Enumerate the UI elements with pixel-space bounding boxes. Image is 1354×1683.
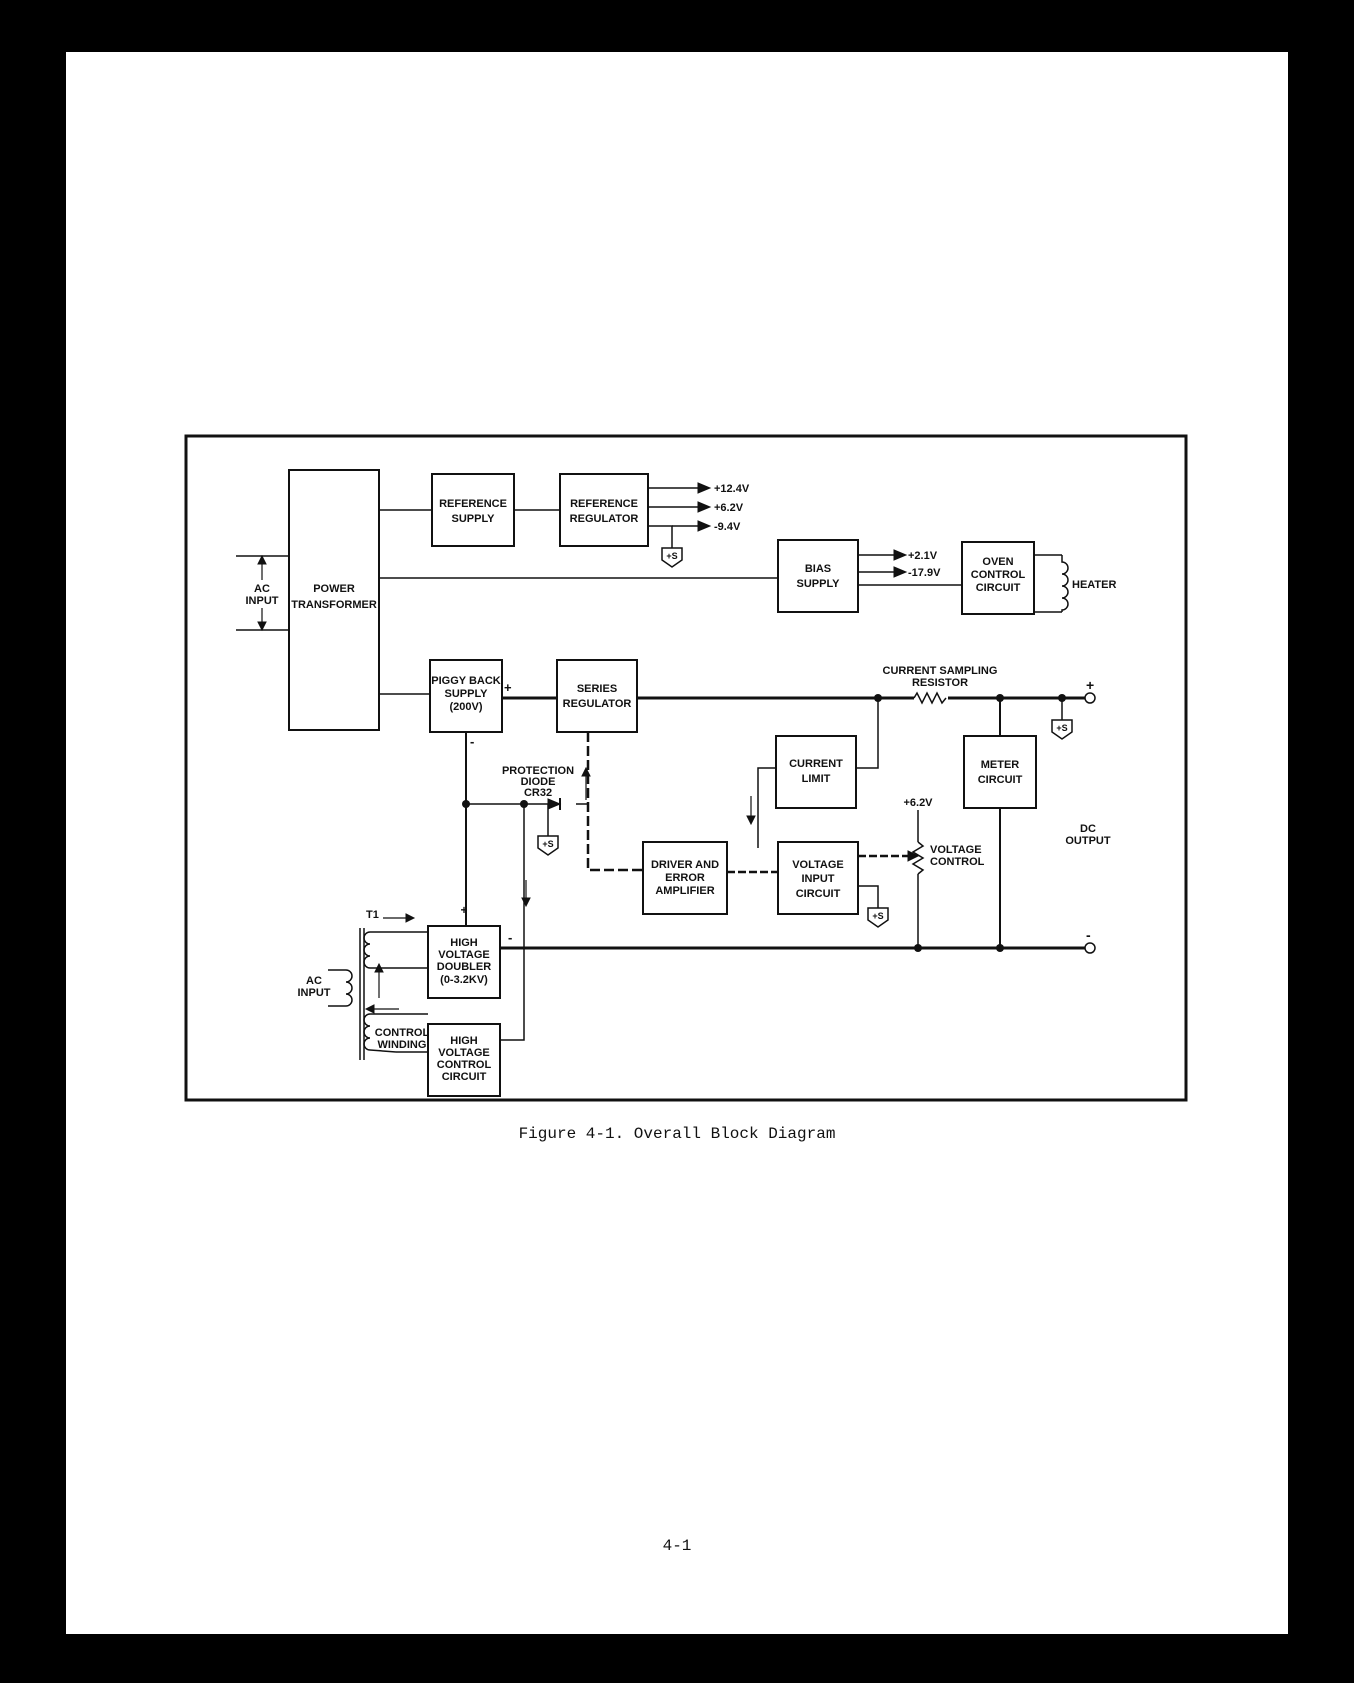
figure-caption: Figure 4-1. Overall Block Diagram — [518, 1125, 836, 1143]
page-number: 4-1 — [662, 1537, 692, 1555]
output-plus-label: + — [1086, 677, 1094, 693]
sense-symbol-output: +S — [1051, 719, 1073, 740]
sense-symbol-protection: +S — [537, 835, 559, 856]
doubler-plus-label: + — [460, 903, 467, 917]
svg-text:+S: +S — [872, 911, 883, 921]
output-minus-label: - — [1086, 927, 1091, 943]
negative-output-terminal — [1084, 942, 1096, 954]
sense-symbol-voltage-input: +S — [867, 907, 889, 928]
doubler-minus-label: - — [508, 930, 512, 945]
diagram-frame — [184, 434, 1188, 1102]
svg-text:+S: +S — [1056, 723, 1067, 733]
svg-text:+S: +S — [666, 551, 677, 561]
voltage-12-4-label: +12.4V — [714, 483, 750, 495]
junction-dots — [462, 694, 1066, 952]
voltage-neg-17-9-label: -17.9V — [908, 567, 941, 579]
voltage-6-2-control-label: +6.2V — [903, 797, 933, 809]
signal-arrows — [257, 482, 920, 1014]
t1-label: T1 — [366, 909, 379, 921]
svg-text:+S: +S — [542, 839, 553, 849]
heater-label: HEATER — [1072, 579, 1116, 591]
voltage-neg-9-4-label: -9.4V — [714, 521, 741, 533]
voltage-2-1-label: +2.1V — [908, 550, 938, 562]
sense-symbol-ref: +S — [661, 547, 683, 568]
piggyback-plus-label: + — [504, 680, 512, 695]
positive-output-terminal — [1084, 692, 1096, 704]
connection-lines — [236, 487, 1086, 1060]
piggyback-minus-label: - — [470, 734, 474, 749]
voltage-6-2-ref-label: +6.2V — [714, 502, 744, 514]
